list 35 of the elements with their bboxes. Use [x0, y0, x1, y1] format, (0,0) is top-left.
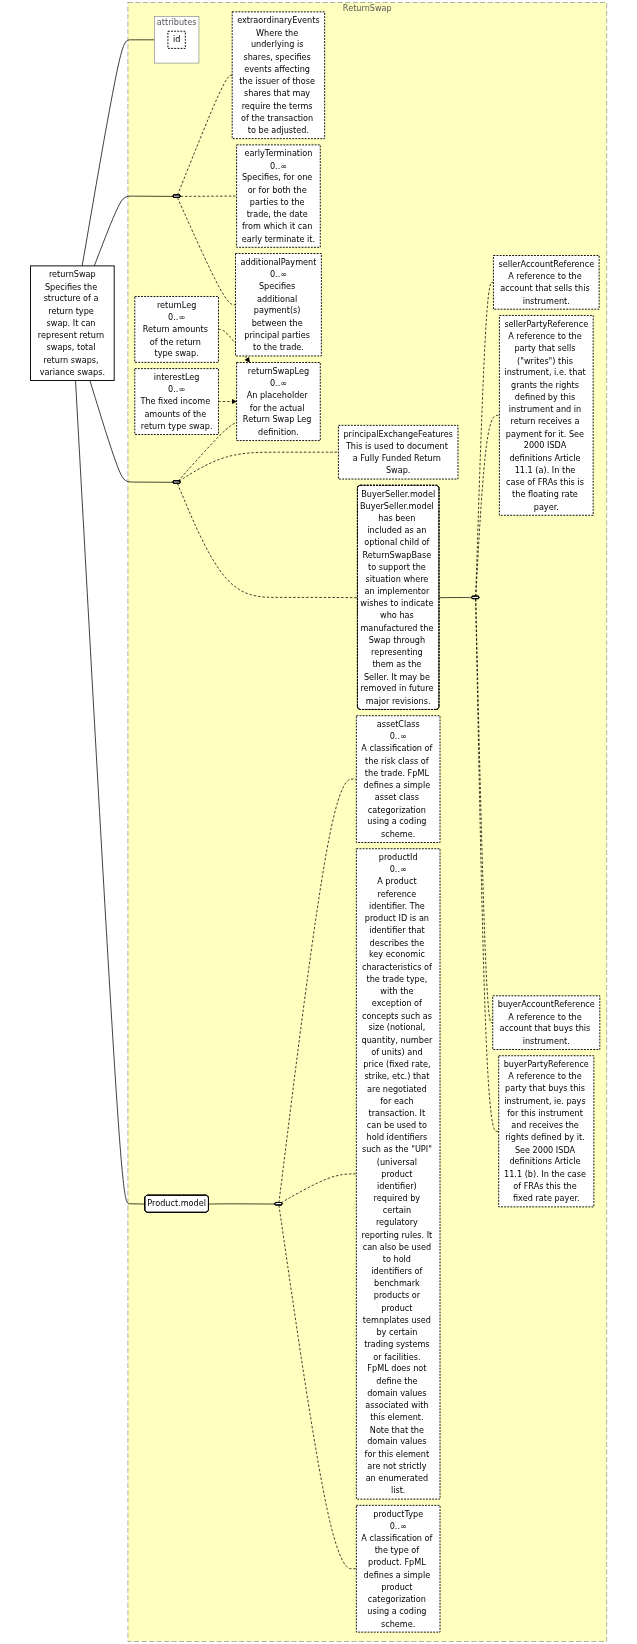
connector: [93, 195, 174, 267]
node-box: extraordinaryEvents Where the underlying is shares, specifies events affecting the issuer of those shares that may require the terms of the transaction to be adjusted.: [231, 11, 326, 140]
connector: [475, 415, 500, 597]
connector: [177, 483, 358, 599]
node-box: assetClass 0..∞ A classification of the risk class of the trade. FpML defines a simple asset class categorization using a coding scheme.: [355, 715, 441, 843]
node-box: productId 0..∞ A product reference identifier. The product ID is an identifier that describes the key economic characteristics of the trade type, with the exception of concepts such as size (notional, quantity, number of units) and price (fixed rate, strike, etc.) that are negotiated for each transaction. It can be used to hold identifiers such as the "UPI" (universal product identifier) required by certain regulatory reporting rules. It can also be used to hold identifiers of benchmark products or product temnplates used by certain trading systems or facilities. FpML does not define the domain values associated with this element. Note that the domain values for this element are not strictly an enumerated list.: [355, 848, 441, 1500]
connector: [81, 39, 155, 267]
node-box: id: [167, 30, 186, 49]
node-box: earlyTermination 0..∞ Specifies, for one or for both the parties to the trade, the date from which it can early terminate it.: [236, 144, 321, 248]
connector: [280, 1173, 357, 1204]
connector: [177, 197, 236, 306]
node-box: additionalPayment 0..∞ Specifies additional payment(s) between the principal parties to the trade.: [234, 253, 322, 357]
node-box: buyerAccountReference A reference to the account that buys this instrument.: [492, 995, 601, 1050]
connector: [475, 281, 494, 597]
node-box: sellerPartyReference A reference to the party that sells ("writes") this instrument, i.e. that grants the rights defined by this instrument and in return receives a payment for it. See 2000 ISDA definitions Article 11.1 (a). In the case of FRAs this is the floating rate payer.: [498, 314, 594, 516]
connector: [475, 598, 493, 1024]
connector: [475, 598, 499, 1132]
connector: [278, 778, 357, 1204]
connector: [177, 422, 237, 482]
node-box: buyerPartyReference A reference to the party that buys this instrument, ie. pays for this instrument and receives the rights defined by it. See 2000 ISDA definitions Article 11.1 (b). In the case of FRAs this the fixed rate payer.: [498, 1055, 595, 1208]
node-box: returnLeg 0..∞ Return amounts of the return type swap.: [134, 296, 219, 363]
node-box: productType 0..∞ A classification of the type of product. FpML defines a simple product categorization using a coding scheme.: [355, 1504, 441, 1633]
connector: [89, 380, 174, 483]
connector: [178, 451, 339, 482]
connector: [278, 1204, 357, 1570]
node-box: returnSwapLeg 0..∞ An placeholder for the actual Return Swap Leg definition.: [236, 362, 321, 442]
node-box: sellerAccountReference A reference to the account that sells this instrument.: [492, 255, 600, 310]
connector: [438, 597, 473, 599]
connector: [75, 380, 146, 1205]
connector: [176, 74, 233, 196]
node-box: returnSwap Specifies the structure of a return type swap. It can represent return swaps, total return swaps, variance swaps.: [29, 265, 115, 381]
node-box: principalExchangeFeatures This is used to document a Fully Funded Return Swap.: [337, 424, 459, 480]
connector: [208, 1203, 276, 1205]
node-box: interestLeg 0..∞ The fixed income amounts of the return type swap.: [134, 368, 219, 435]
connector: [180, 195, 237, 197]
